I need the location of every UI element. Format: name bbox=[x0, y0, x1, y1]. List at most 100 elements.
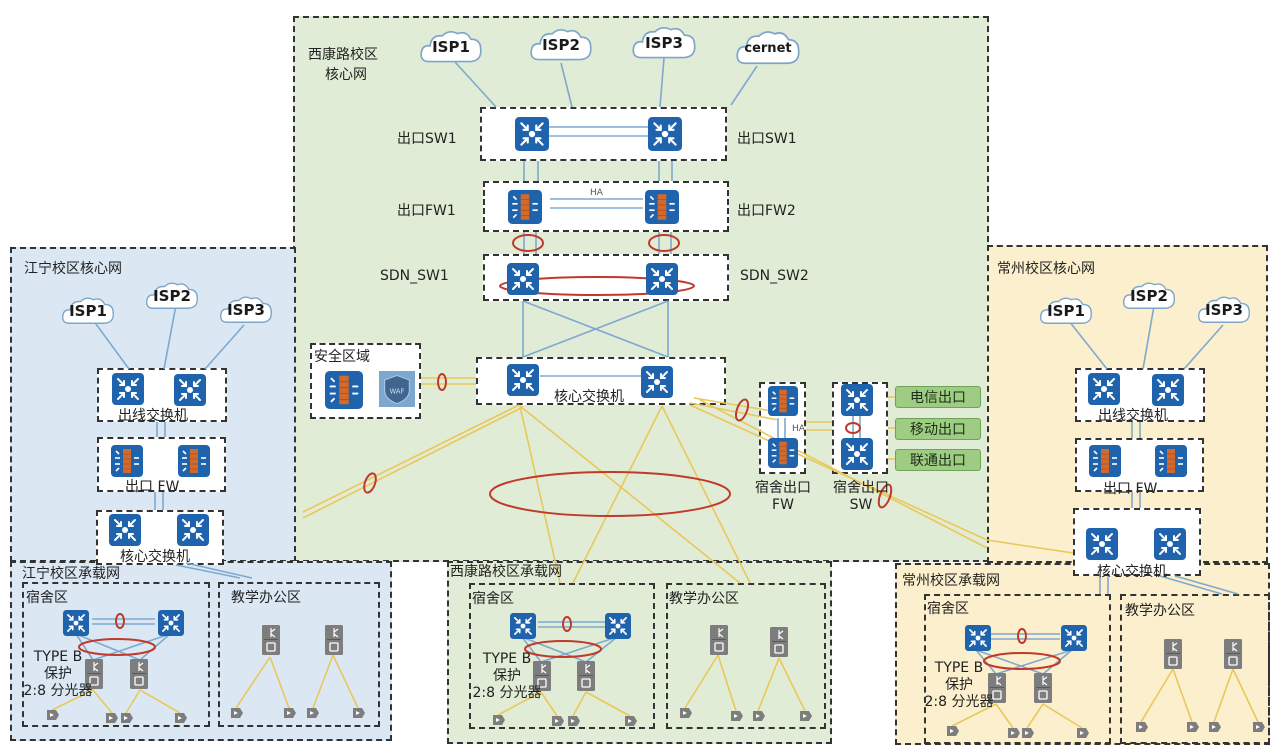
onu-terminal-icon bbox=[1076, 724, 1090, 738]
link-core1-xk-dorm bbox=[519, 405, 561, 584]
cz-fw1-icon bbox=[1087, 445, 1123, 477]
changzhou-isp3-cloud-icon: ISP3 bbox=[1196, 294, 1252, 326]
lag-ring-core-dormfw bbox=[734, 398, 750, 422]
onu-terminal-icon bbox=[1186, 718, 1200, 732]
lag-ring-jn-dorm-typeb bbox=[78, 638, 156, 656]
exit-sw1-switch-icon bbox=[515, 117, 549, 151]
link-jn-dorm-olt-2 bbox=[75, 633, 141, 661]
dorm-exit-sw-label-2: SW bbox=[849, 497, 873, 513]
link-cz-core-teach-a bbox=[1159, 575, 1223, 595]
changzhou-teaching-group bbox=[1120, 594, 1270, 744]
link-jn-isp1 bbox=[92, 319, 130, 370]
changzhou-typeb-2: 保护 bbox=[945, 677, 973, 693]
jiangning-typeb-note: TYPE B 保护 2:8 分光器 bbox=[14, 649, 102, 700]
changzhou-core-switch-label: 核心交换机 bbox=[1097, 564, 1167, 580]
exit-fw-right-label: 出口FW2 bbox=[737, 203, 796, 219]
cz-outline-sw1-icon bbox=[1086, 373, 1122, 405]
changzhou-core-title: 常州校区核心网 bbox=[997, 261, 1095, 277]
jiangning-isp1-cloud-icon: ISP1 bbox=[60, 295, 116, 327]
xikang-typeb-2: 保护 bbox=[493, 668, 521, 684]
xikang-typeb-note: TYPE B 保护 2:8 分光器 bbox=[463, 651, 551, 702]
fiber-jn-d1b bbox=[92, 689, 113, 714]
xikang-isp3-cloud-icon: ISP3 bbox=[630, 24, 698, 62]
svg-text:WAF: WAF bbox=[390, 388, 405, 396]
jiangning-isp1-cloud-icon-label: ISP1 bbox=[69, 302, 107, 320]
onu-terminal-icon bbox=[730, 707, 744, 721]
changzhou-isp2-cloud-icon-label: ISP2 bbox=[1130, 287, 1168, 305]
xikang-dorm-group bbox=[469, 583, 655, 729]
onu-terminal-icon bbox=[1007, 724, 1021, 738]
xk-dorm-olt2-icon bbox=[577, 661, 595, 691]
sdn-sw2-switch-icon bbox=[646, 262, 678, 296]
xikang-access-title: 西康路校区承载网 bbox=[450, 564, 562, 580]
onu-terminal-icon bbox=[799, 707, 813, 721]
onu-terminal-icon bbox=[752, 707, 766, 721]
link-cz-dorm-olt-1 bbox=[975, 649, 997, 675]
xikang-dorm-label: 宿舍区 bbox=[472, 591, 514, 607]
changzhou-outline-label: 出线交换机 bbox=[1098, 408, 1168, 424]
exit-sw-right-label: 出口SW1 bbox=[737, 131, 797, 147]
onu-terminal-icon bbox=[1021, 724, 1035, 738]
changzhou-isp1-cloud-icon: ISP1 bbox=[1038, 295, 1094, 327]
onu-terminal-icon bbox=[306, 704, 320, 718]
fiber-jn-t1a bbox=[235, 656, 271, 709]
jiangning-isp3-cloud-icon: ISP3 bbox=[218, 294, 274, 326]
sdn-sw1-switch-icon bbox=[507, 262, 539, 296]
fiber-cz-d2a bbox=[1026, 703, 1044, 729]
xikang-core-title-1: 西康路校区 bbox=[308, 47, 378, 63]
jiangning-typeb-3: 2:8 分光器 bbox=[23, 683, 93, 699]
exit-fw2-firewall-icon bbox=[645, 189, 679, 225]
xk-dorm-sw2-icon bbox=[603, 613, 633, 639]
fiber-cz-d1b bbox=[995, 703, 1014, 729]
xikang-isp2-cloud-icon-label: ISP2 bbox=[542, 36, 580, 54]
link-jn-isp2 bbox=[163, 304, 177, 370]
xikang-isp2-cloud-icon: ISP2 bbox=[528, 26, 594, 64]
changzhou-typeb-note: TYPE B 保护 2:8 分光器 bbox=[915, 660, 1003, 711]
onu-terminal-icon bbox=[1135, 718, 1149, 732]
jiangning-fw-label: 出口 FW bbox=[125, 479, 180, 495]
link-cz-dorm-olt-4 bbox=[1042, 649, 1073, 675]
link-core-changzhou-a bbox=[689, 404, 988, 541]
xk-dorm-olt1-icon bbox=[533, 661, 551, 691]
onu-terminal-icon bbox=[1252, 718, 1266, 732]
fiber-jn-d2b bbox=[139, 689, 181, 714]
fiber-cz-t2a bbox=[1213, 668, 1234, 723]
xikang-typeb-1: TYPE B bbox=[482, 651, 532, 667]
fiber-xk-t1b bbox=[717, 654, 737, 712]
lag-ring-fw1-sdn1 bbox=[512, 234, 544, 252]
link-jn-core-teach-b bbox=[185, 562, 253, 579]
xikang-cernet-cloud-icon-label: cernet bbox=[744, 40, 792, 56]
dorm-fw-ha-label: HA bbox=[792, 424, 805, 434]
fiber-cz-t1b bbox=[1172, 668, 1193, 723]
sdn-sw2-label: SDN_SW2 bbox=[740, 268, 809, 284]
jiangning-teaching-group bbox=[218, 582, 380, 727]
cz-teach-olt1-icon bbox=[1164, 639, 1182, 669]
xikang-access-zone bbox=[447, 561, 832, 744]
jiangning-isp2-cloud-icon: ISP2 bbox=[144, 280, 200, 312]
changzhou-teaching-label: 教学办公区 bbox=[1125, 603, 1195, 619]
cz-dorm-olt2-icon bbox=[1034, 673, 1052, 703]
onu-terminal-icon bbox=[46, 706, 60, 720]
jiangning-dorm-group bbox=[22, 582, 210, 727]
changzhou-isp1-cloud-icon-label: ISP1 bbox=[1047, 302, 1085, 320]
link-isp3-exitsw bbox=[659, 57, 665, 108]
jn-dorm-sw1-icon bbox=[61, 610, 91, 636]
lag-ring-xk-dorm-peer bbox=[562, 616, 572, 632]
jn-dorm-sw2-icon bbox=[156, 610, 186, 636]
dorm-exit-fw-label-2: FW bbox=[772, 497, 794, 513]
fiber-jn-d1a bbox=[51, 689, 94, 711]
link-cz-isp1 bbox=[1068, 320, 1108, 370]
lag-ring-fw2-sdn2 bbox=[648, 234, 680, 252]
jn-fw1-icon bbox=[109, 445, 145, 477]
xk-dorm-sw1-icon bbox=[508, 613, 538, 639]
lag-ring-security-core bbox=[437, 373, 447, 391]
dorm-fw2-firewall-icon bbox=[768, 438, 798, 468]
jn-teach-olt1-icon bbox=[262, 625, 280, 655]
core-switch1-icon bbox=[506, 364, 540, 396]
lag-ring-core-jiangning bbox=[363, 472, 377, 494]
exit-sw-left-label: 出口SW1 bbox=[397, 131, 457, 147]
jiangning-core-title: 江宁校区核心网 bbox=[24, 261, 122, 277]
jiangning-outline-label: 出线交换机 bbox=[118, 408, 188, 424]
cz-dorm-sw2-icon bbox=[1059, 625, 1089, 651]
